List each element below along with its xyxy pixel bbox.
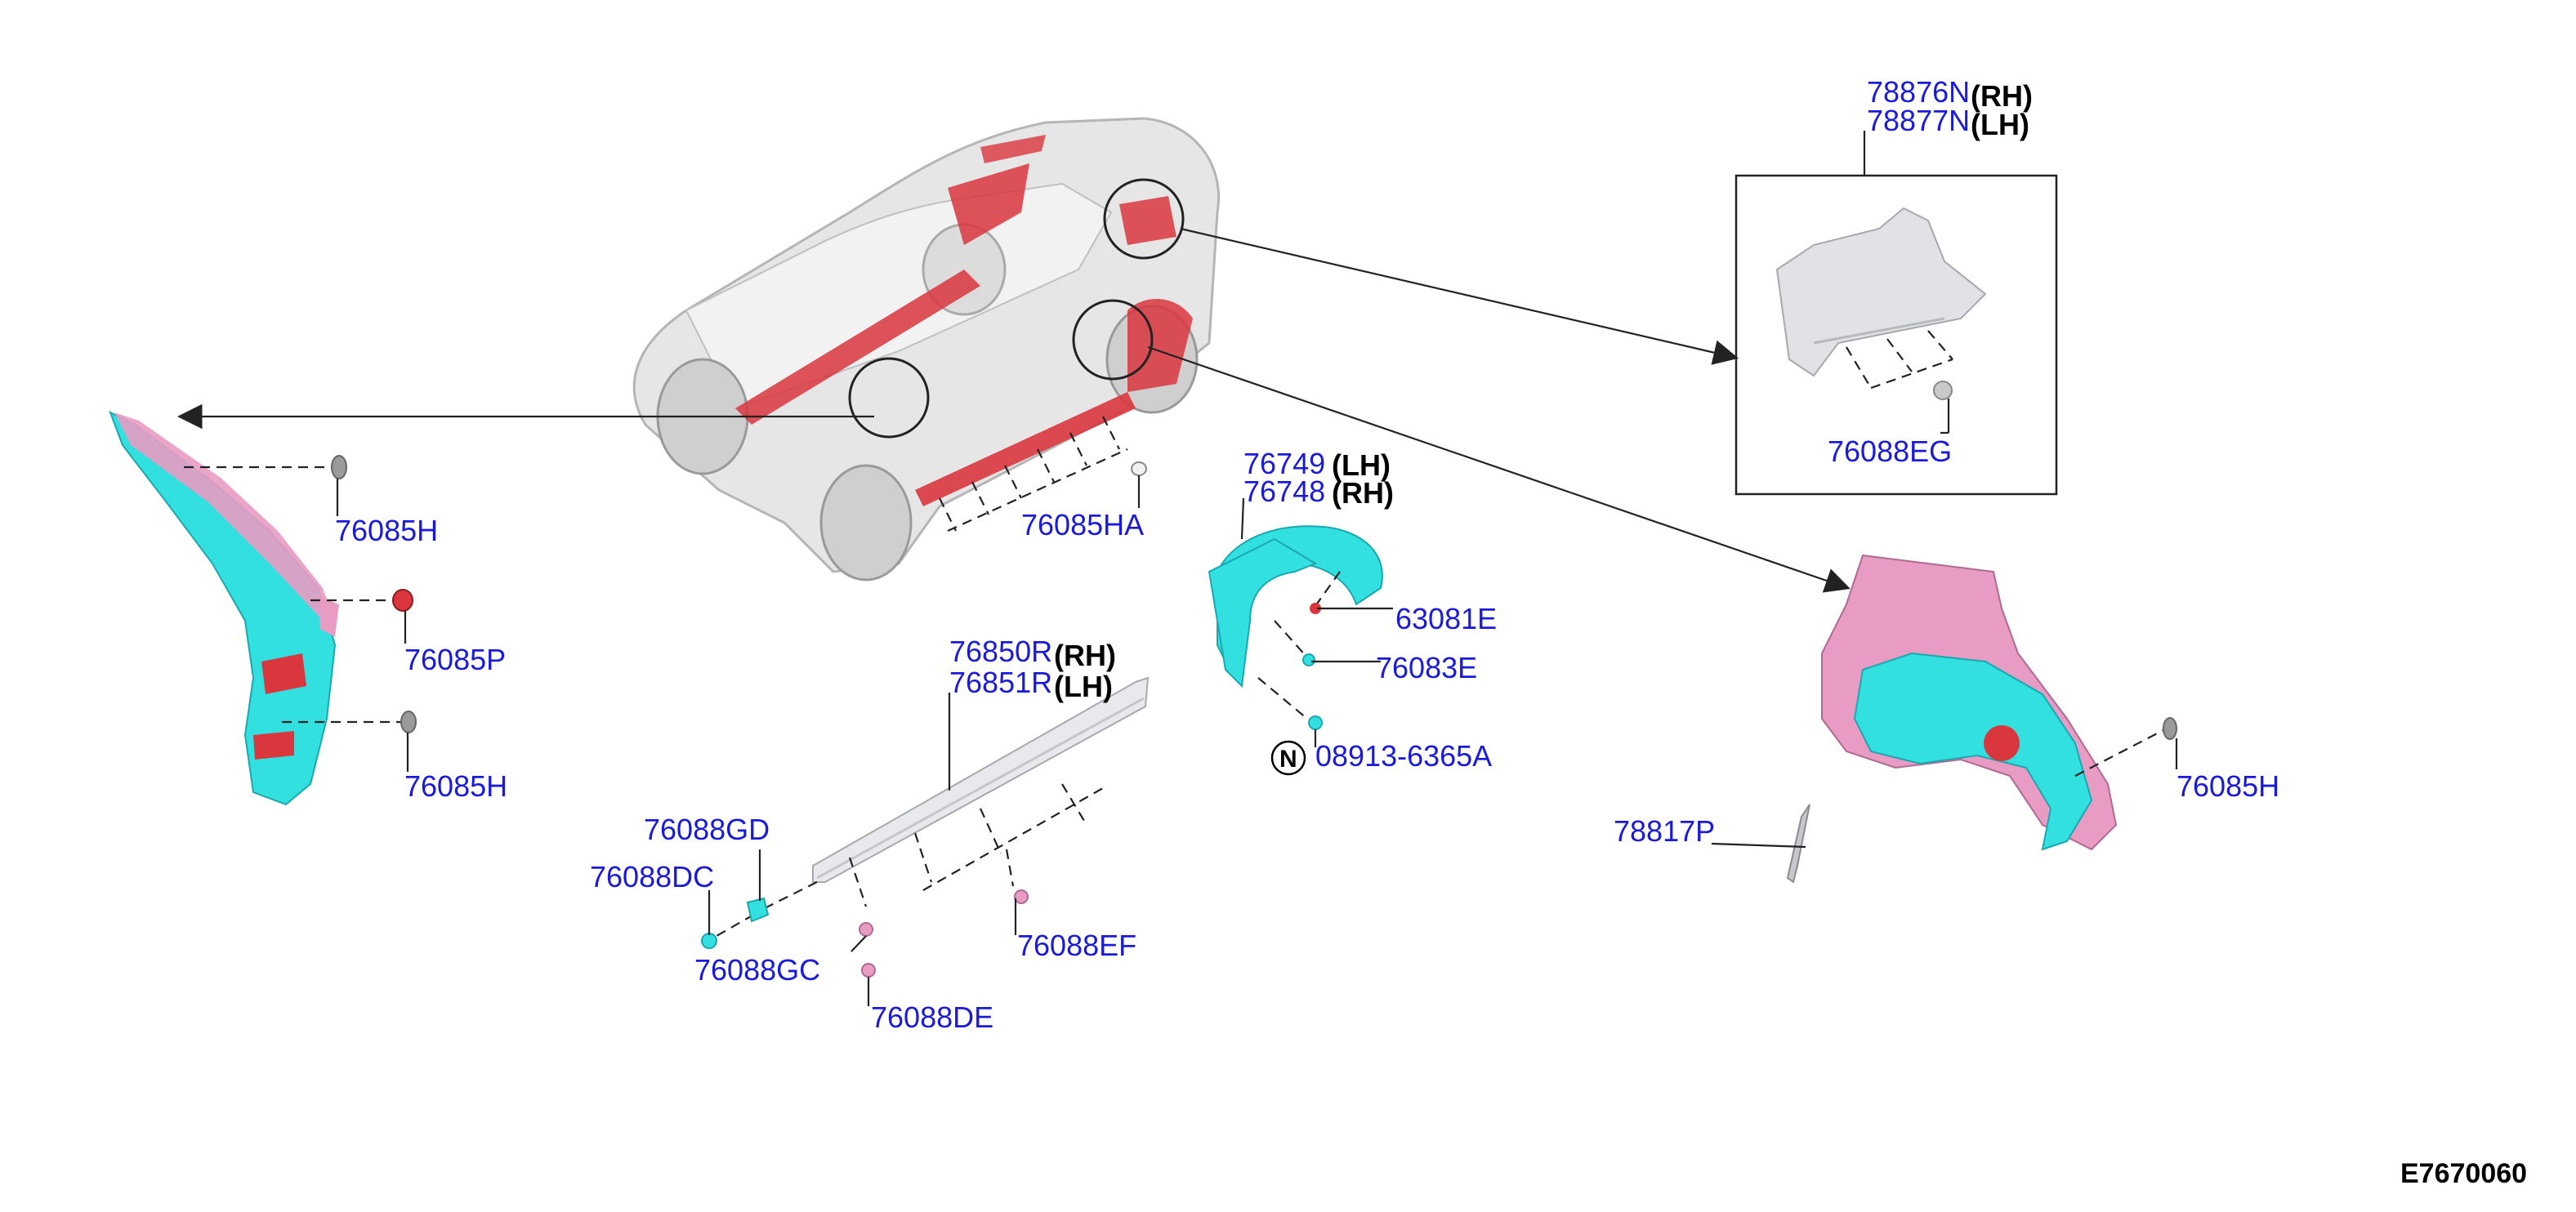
circle-highlight-icon (1072, 299, 1154, 381)
part-78877N[interactable]: 78877N (1867, 104, 1970, 137)
side-lh-76851R: (LH) (1054, 670, 1113, 703)
figure-id: E7670060 (2400, 1158, 2527, 1189)
part-78876N[interactable]: 78876N (1867, 75, 1970, 109)
side-rh-78876N: (RH) (1971, 79, 2033, 113)
part-76088DE[interactable]: 76088DE (871, 1000, 993, 1034)
part-76085HA[interactable]: 76085HA (1021, 508, 1144, 541)
clip-76088DE (861, 963, 876, 978)
n-marker-icon (1270, 740, 1306, 776)
part-76088EG[interactable]: 76088EG (1828, 434, 1952, 468)
plug-76085P (392, 589, 413, 612)
part-76085H-right[interactable]: 76085H (2176, 769, 2279, 803)
clip-76088EF (1014, 889, 1029, 904)
part-76850R[interactable]: 76850R (949, 635, 1052, 668)
side-rh-76748: (RH) (1332, 476, 1394, 510)
part-76748[interactable]: 76748 (1243, 475, 1325, 508)
inset-panel (1775, 207, 1987, 377)
n-marker-label: N (1279, 746, 1297, 773)
part-76851R[interactable]: 76851R (949, 666, 1052, 699)
part-76085P[interactable]: 76085P (404, 643, 506, 676)
side-lh-78877N: (LH) (1971, 108, 2029, 141)
side-sill (812, 676, 1150, 883)
arrow-to-inset (1180, 227, 1739, 365)
part-76083E[interactable]: 76083E (1376, 651, 1477, 684)
plug-76085H-right (2163, 717, 2177, 740)
part-76088DC[interactable]: 76088DC (590, 860, 714, 893)
part-76088GD[interactable]: 76088GD (644, 813, 770, 846)
inset-frame (1734, 174, 2058, 496)
car-body (632, 117, 1220, 581)
clip-63081E (1310, 603, 1321, 614)
circle-highlight-icon (848, 357, 930, 439)
part-63081E[interactable]: 63081E (1395, 602, 1497, 635)
plug-76085H-low (400, 711, 417, 733)
arrow-to-rear-fender (1147, 345, 1851, 593)
left-pillar (109, 410, 339, 806)
part-08913-6365A[interactable]: 08913-6365A (1315, 739, 1492, 773)
part-78817P[interactable]: 78817P (1614, 814, 1715, 848)
rear-fender-assembly (1821, 554, 2118, 851)
clip-76088EG (1933, 381, 1953, 400)
clip-76088GC (859, 922, 873, 937)
part-76088EF[interactable]: 76088EF (1017, 929, 1136, 962)
plug-76085H-top (331, 455, 347, 479)
wheel-arch-liner (1208, 525, 1383, 688)
part-76088GC[interactable]: 76088GC (694, 953, 820, 987)
clip-76083E (1302, 653, 1315, 666)
part-76085H-top[interactable]: 76085H (335, 514, 438, 547)
clip-76088DC (701, 933, 717, 949)
circle-highlight-icon (1103, 178, 1185, 260)
part-76749[interactable]: 76749 (1243, 447, 1325, 480)
clip-76088GD (746, 897, 770, 923)
strip-78817P (1786, 804, 1810, 884)
clip-76085HA (1131, 461, 1147, 476)
clip-08913-6365A (1308, 715, 1323, 730)
side-lh-76749: (LH) (1332, 448, 1391, 482)
side-rh-76850R: (RH) (1054, 639, 1116, 672)
part-76085H-left-low[interactable]: 76085H (404, 769, 507, 803)
